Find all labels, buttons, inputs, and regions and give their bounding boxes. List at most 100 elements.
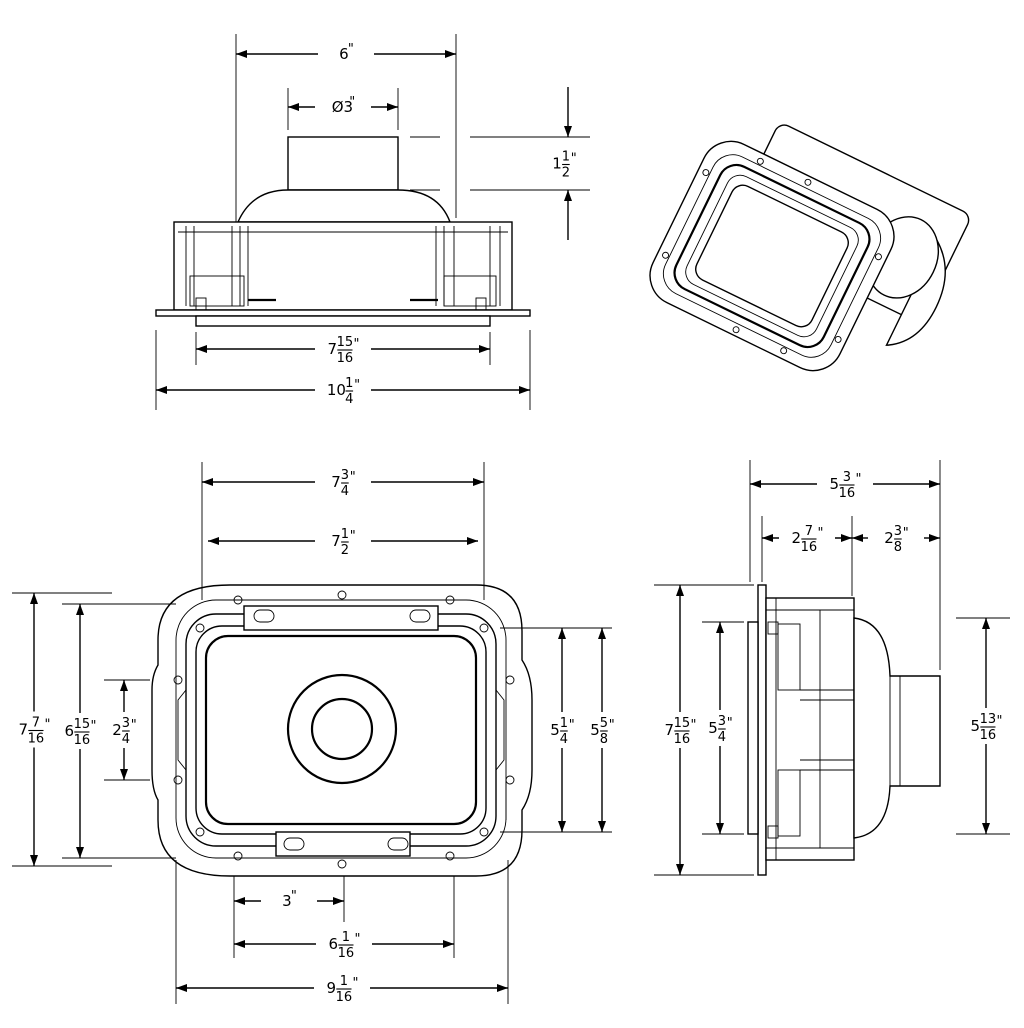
front-collar-height-denominator: 2 [562,166,570,181]
side-flange-height-unit: " [691,718,697,733]
top-offset-label: 3" [282,889,297,910]
front-overall-width-label: 6" [339,42,354,63]
front-flange-width-denominator: 4 [345,392,353,407]
side-dome-depth-numerator: 3 [894,524,902,539]
front-collar-height-top-arrowhead [564,126,572,137]
top-inner-height-denominator: 16 [74,733,91,748]
top-overall-height-whole: 7 [19,721,29,739]
side-flange-height-denominator: 16 [674,732,691,747]
top-inner-height-whole: 6 [65,722,75,740]
top-box-height-numerator: 1 [560,716,568,731]
box-body-outline [173,221,513,311]
side-box-depth-unit: " [818,526,824,541]
side-dome-height-denominator: 16 [980,728,997,743]
top-inner-height-unit: " [91,719,97,734]
top-outer-width-left-arrowhead [202,478,213,486]
side-overall-depth-left-arrowhead [750,480,761,488]
top-inner-width-denominator: 2 [341,543,349,558]
top-box-height-whole: 5 [550,721,560,739]
side-box-height-denominator: 4 [718,730,726,745]
top-inner-width-whole: 7 [331,532,341,550]
plan-flange-outline [151,584,533,877]
top-outer-width-unit: " [350,470,356,485]
top-outer-width-whole: 7 [331,473,341,491]
front-collar-height-bottom-arrowhead [564,190,572,201]
top-box-outer-height-whole: 5 [590,721,600,739]
side-dome-height-numerator: 13 [980,712,997,727]
top-overall-height-top-arrowhead [30,593,38,604]
side-box-height-top-arrowhead [716,622,724,633]
front-flange-width-unit: " [354,378,360,393]
front-flange-width-right-arrowhead [519,386,530,394]
top-outer-width-denominator: 4 [341,484,349,499]
iso-opening-outline [695,184,849,328]
side-overall-depth-whole: 5 [830,475,840,493]
front-overall-width-whole: 6 [339,45,349,63]
top-bottom-inner-right-arrowhead [443,940,454,948]
front-flange-width-numerator: 1 [345,376,353,391]
top-bottom-overall-whole: 9 [327,979,337,997]
side-box-depth-right-arrowhead [841,534,852,542]
front-inner-width-left-arrowhead [196,345,207,353]
top-tab-height-denominator: 4 [122,732,130,747]
top-tab-height-top-arrowhead [120,680,128,691]
side-box-height-whole: 5 [708,719,718,737]
side-box-depth-left-arrowhead [762,534,773,542]
side-dome-depth-whole: 2 [884,529,894,547]
front-overall-width-unit: " [348,42,354,57]
top-offset-right-arrowhead [333,897,344,905]
top-box-outer-height-denominator: 8 [600,732,608,747]
top-box-outer-height-numerator: 5 [600,716,608,731]
flange-outline [155,309,531,317]
collar-outline [287,136,399,191]
top-bottom-inner-left-arrowhead [234,940,245,948]
front-collar-diameter-right-arrowhead [387,103,398,111]
top-inner-width-unit: " [350,529,356,544]
top-tab-height-bottom-arrowhead [120,769,128,780]
top-tab-height-whole: 2 [112,721,122,739]
front-collar-diameter-label: Ø3" [332,95,356,116]
top-bottom-overall-unit: " [353,976,359,991]
top-tab-height-unit: " [131,718,137,733]
top-box-height-bottom-arrowhead [558,821,566,832]
top-inner-width-left-arrowhead [208,537,219,545]
side-box-outline [765,597,855,861]
top-bottom-overall-right-arrowhead [497,984,508,992]
top-inner-height-bottom-arrowhead [76,847,84,858]
front-collar-height-whole: 1 [552,155,562,173]
top-overall-height-numerator: 7 [32,716,40,731]
trim-ring-outline [195,315,491,327]
isometric-view [649,124,970,372]
top-box-outer-height-bottom-arrowhead [598,821,606,832]
side-dome-height-bottom-arrowhead [982,823,990,834]
top-offset-left-arrowhead [234,897,245,905]
top-box-height-unit: " [569,718,575,733]
top-outer-width-numerator: 3 [341,468,349,483]
side-flange-height-numerator: 15 [674,716,691,731]
top-inner-height-top-arrowhead [76,604,84,615]
side-view [654,460,1010,876]
side-overall-depth-denominator: 16 [839,486,856,501]
front-collar-height-numerator: 1 [562,150,570,165]
front-overall-width-left-arrowhead [236,50,247,58]
side-overall-depth-unit: " [856,472,862,487]
front-collar-height-unit: " [571,152,577,167]
side-flange-height-whole: 7 [665,721,675,739]
side-dome-height-top-arrowhead [982,618,990,629]
front-inner-width-denominator: 16 [337,351,354,366]
front-inner-width-right-arrowhead [479,345,490,353]
top-overall-height-denominator: 16 [28,732,45,747]
top-box-outer-height-top-arrowhead [598,628,606,639]
side-flange-height-top-arrowhead [676,585,684,596]
